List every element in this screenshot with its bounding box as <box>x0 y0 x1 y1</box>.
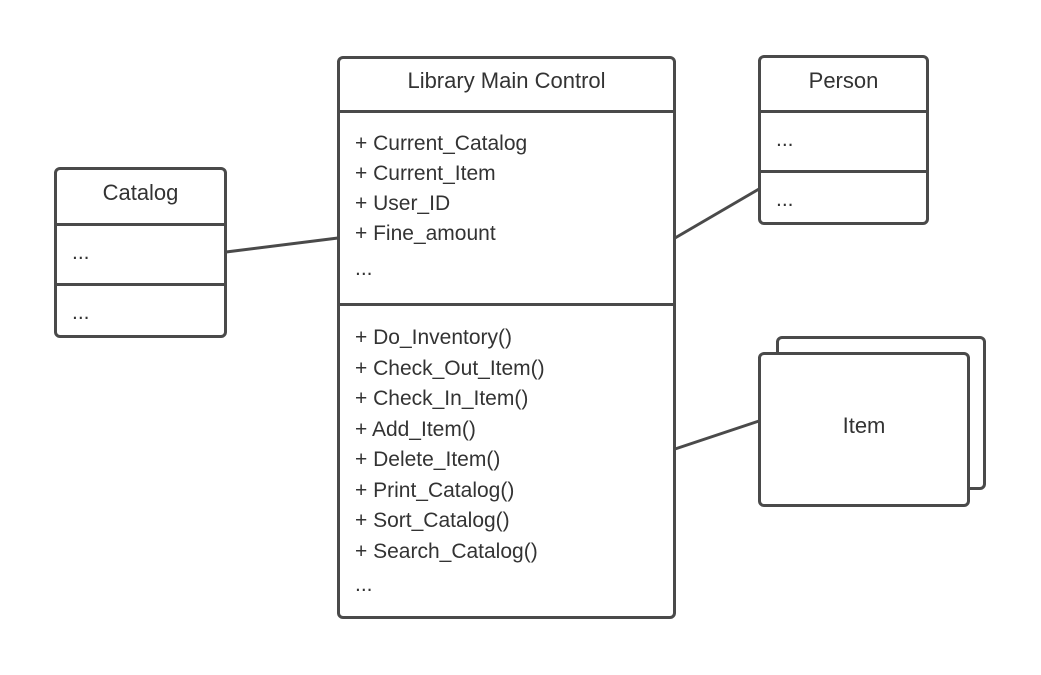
attribute-user-id: + User_ID <box>355 192 451 215</box>
operation-ellipsis: ... <box>355 573 373 596</box>
attribute-current-catalog: + Current_Catalog <box>355 132 528 155</box>
person-attributes-section: ... <box>761 113 926 170</box>
operation-print-catalog: + Print_Catalog() <box>355 478 515 502</box>
operation-add-item: + Add_Item() <box>355 417 476 441</box>
operation-delete-item: + Delete_Item() <box>355 448 501 471</box>
library-main-control-attributes-section: + Current_Catalog + Current_Item + User_… <box>340 113 673 303</box>
catalog-operations-section: ... <box>57 283 224 335</box>
catalog-attributes-section: ... <box>57 226 224 283</box>
library-main-control-operations-section: + Do_Inventory() + Check_Out_Item() + Ch… <box>340 303 673 598</box>
attribute-fine-amount: + Fine_amount <box>355 222 496 245</box>
person-operation: ... <box>776 188 794 211</box>
person-association-line <box>674 187 760 240</box>
operation-check-out-item: + Check_Out_Item() <box>355 356 545 380</box>
person-operations-section: ... <box>761 170 926 222</box>
person-class-name: Person <box>761 58 926 113</box>
library-main-control-class-box[interactable]: Library Main Control + Current_Catalog +… <box>337 56 676 619</box>
attribute-current-item: + Current_Item <box>355 162 496 185</box>
item-association-line <box>674 419 760 451</box>
catalog-association-line <box>225 236 339 254</box>
library-main-control-class-name: Library Main Control <box>340 59 673 113</box>
item-object-name: Item <box>842 412 886 438</box>
operation-sort-catalog: + Sort_Catalog() <box>355 509 510 532</box>
operation-search-catalog: + Search_Catalog() <box>355 539 538 563</box>
catalog-class-box[interactable]: Catalog ... ... <box>54 167 227 338</box>
attribute-ellipsis: ... <box>355 257 373 280</box>
catalog-class-name: Catalog <box>57 170 224 226</box>
catalog-attribute: ... <box>72 241 90 264</box>
person-attribute: ... <box>776 128 794 151</box>
person-class-box[interactable]: Person ... ... <box>758 55 929 225</box>
operation-check-in-item: + Check_In_Item() <box>355 387 529 410</box>
operation-do-inventory: + Do_Inventory() <box>355 326 512 349</box>
catalog-operation: ... <box>72 301 90 324</box>
item-object-box[interactable]: Item <box>758 352 970 507</box>
